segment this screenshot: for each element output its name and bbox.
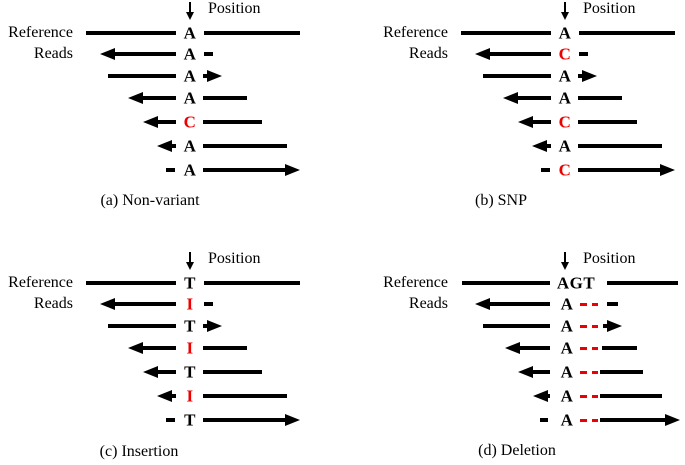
position-label: Position [583, 250, 636, 267]
reads-label: Reads [33, 45, 73, 62]
gap-dash [592, 324, 598, 328]
base-letter: A [560, 386, 574, 406]
base-letter: A [558, 66, 572, 86]
gap-dash [166, 417, 175, 423]
base-letter: C [183, 112, 197, 132]
base-letter: T [184, 316, 196, 336]
read-segment [86, 30, 176, 36]
base-letter: C [558, 160, 572, 180]
panel-caption: (a) Non-variant [100, 192, 200, 209]
reads-label: Reads [33, 295, 73, 312]
gap-dash [580, 302, 587, 306]
read-segment [483, 73, 551, 79]
read-segment [600, 393, 662, 399]
gap-dash [580, 418, 587, 422]
base-letter: A [558, 136, 572, 156]
read-segment [108, 73, 176, 79]
base-letter: A [558, 88, 572, 108]
base-letter: A [558, 23, 572, 43]
read-segment [86, 280, 176, 286]
reference-label: Reference [8, 24, 73, 41]
base-letter: T [184, 273, 196, 293]
base-letter: A [560, 294, 574, 314]
position-label: Position [583, 0, 636, 17]
base-letter: A [183, 66, 197, 86]
panel-caption: (b) SNP [474, 192, 528, 209]
base-letter: AGT [556, 273, 596, 293]
base-letter: A [560, 316, 574, 336]
reads-label: Reads [408, 45, 448, 62]
reference-label: Reference [8, 274, 73, 291]
read-segment [607, 280, 678, 286]
base-letter: T [184, 410, 196, 430]
read-segment [578, 95, 622, 101]
base-letter: A [183, 88, 197, 108]
base-letter: I [186, 294, 194, 314]
base-letter: A [183, 160, 197, 180]
base-letter: A [560, 362, 574, 382]
position-label: Position [208, 250, 261, 267]
gap-dash [592, 418, 598, 422]
base-letter: T [184, 362, 196, 382]
gap-dash [592, 370, 598, 374]
base-letter: A [560, 338, 574, 358]
reference-label: Reference [383, 24, 448, 41]
base-letter: I [186, 386, 194, 406]
base-letter: C [558, 112, 572, 132]
base-letter: A [183, 136, 197, 156]
gap-dash [580, 370, 587, 374]
gap-dash [204, 51, 213, 57]
read-segment [203, 369, 262, 375]
read-segment [203, 345, 247, 351]
reads-label: Reads [408, 295, 448, 312]
gap-dash [607, 301, 618, 307]
gap-dash [592, 302, 598, 306]
read-segment [578, 119, 637, 125]
read-segment [203, 143, 287, 149]
reference-label: Reference [383, 274, 448, 291]
read-segment [578, 143, 662, 149]
read-segment [483, 323, 550, 329]
panel-caption: (c) Insertion [99, 443, 179, 460]
base-letter: A [183, 44, 197, 64]
read-segment [462, 280, 550, 286]
gap-dash [580, 394, 587, 398]
gap-dash [166, 167, 175, 173]
read-segment [600, 369, 643, 375]
base-letter: A [183, 23, 197, 43]
base-letter: A [560, 410, 574, 430]
read-segment [203, 393, 287, 399]
read-segment [204, 30, 300, 36]
gap-dash [592, 346, 598, 350]
gap-dash [204, 301, 213, 307]
gap-dash [592, 394, 598, 398]
gap-dash [579, 51, 588, 57]
read-segment [204, 280, 300, 286]
position-label: Position [208, 0, 261, 17]
read-segment [579, 30, 675, 36]
read-segment [203, 95, 247, 101]
gap-dash [580, 324, 587, 328]
gap-dash [580, 346, 587, 350]
gap-dash [540, 417, 548, 423]
base-letter: I [186, 338, 194, 358]
panel-caption: (d) Deletion [478, 442, 556, 459]
gap-dash [541, 167, 550, 173]
read-segment [203, 119, 262, 125]
base-letter: C [558, 44, 572, 64]
read-segment [602, 345, 637, 351]
read-segment [461, 30, 551, 36]
read-segment [108, 323, 176, 329]
